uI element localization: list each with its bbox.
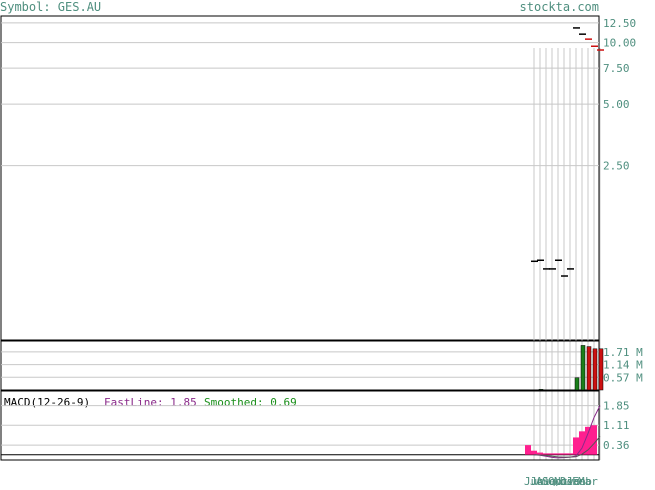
price-tick-label: 12.50 (603, 17, 636, 30)
macd-histogram-bar (561, 453, 567, 455)
volume-bar (592, 348, 598, 391)
volume-bar (586, 346, 592, 391)
volume-bar (598, 348, 604, 391)
macd-histogram-bar (537, 452, 543, 455)
macd-histogram-bar (591, 425, 597, 455)
volume-bar (538, 389, 544, 391)
macd-tick-label: 1.11 (603, 419, 630, 432)
x-tick-label: Sep (542, 475, 562, 486)
volume-tick-label: 1.14 M (603, 359, 643, 372)
x-tick-label: Nov (554, 475, 574, 486)
macd-tick-label: 1.85 (603, 400, 630, 413)
symbol-label: Symbol: GES.AU (0, 0, 101, 14)
price-panel-frame (0, 15, 600, 341)
x-tick-label: Aug (536, 475, 556, 486)
x-tick-label: Jul (530, 475, 550, 486)
macd-histogram-bar (585, 426, 591, 455)
smoothed-label: Smoothed: 0.69 (204, 396, 297, 409)
macd-histogram-bar (579, 431, 585, 455)
x-tick-label: Oct (548, 475, 568, 486)
x-tick-label: Dec (560, 475, 580, 486)
price-tick-label: 2.50 (603, 160, 630, 173)
price-tick-label: 7.50 (603, 62, 630, 75)
macd-histogram-bar (525, 445, 531, 455)
x-tick-label: Feb (572, 475, 592, 486)
x-tick-label: Jan (566, 475, 586, 486)
macd-histogram-bar (567, 453, 573, 455)
volume-bar (574, 377, 580, 391)
macd-histogram-bar (549, 453, 555, 455)
price-panel: 12.50 10.00 7.50 5.00 2.50 (0, 15, 636, 460)
fastline-label: FastLine: 1.85 (104, 396, 197, 409)
volume-bar (580, 345, 586, 391)
x-tick-label: Mar (578, 475, 598, 486)
brand-label: stockta.com (520, 0, 599, 14)
macd-histogram-bar (555, 453, 561, 455)
price-tick-label: 5.00 (603, 98, 630, 111)
price-tick-label: 10.00 (603, 37, 636, 50)
macd-tick-label: 0.36 (603, 439, 630, 452)
macd-smoothed-line (533, 436, 601, 458)
macd-histogram-bar (531, 450, 537, 455)
volume-panel: 1.71 M1.14 M0.57 M (0, 340, 643, 391)
macd-panel: MACD(12-26-9) FastLine: 1.85 Smoothed: 0… (0, 390, 630, 461)
volume-tick-label: 1.71 M (603, 346, 643, 359)
macd-histogram-bar (573, 437, 579, 455)
macd-title: MACD(12-26-9) (4, 396, 90, 409)
macd-histogram-bar (543, 453, 549, 455)
volume-panel-frame (0, 340, 600, 391)
x-tick-label: Jun (524, 475, 544, 486)
volume-tick-label: 0.57 M (603, 371, 643, 384)
